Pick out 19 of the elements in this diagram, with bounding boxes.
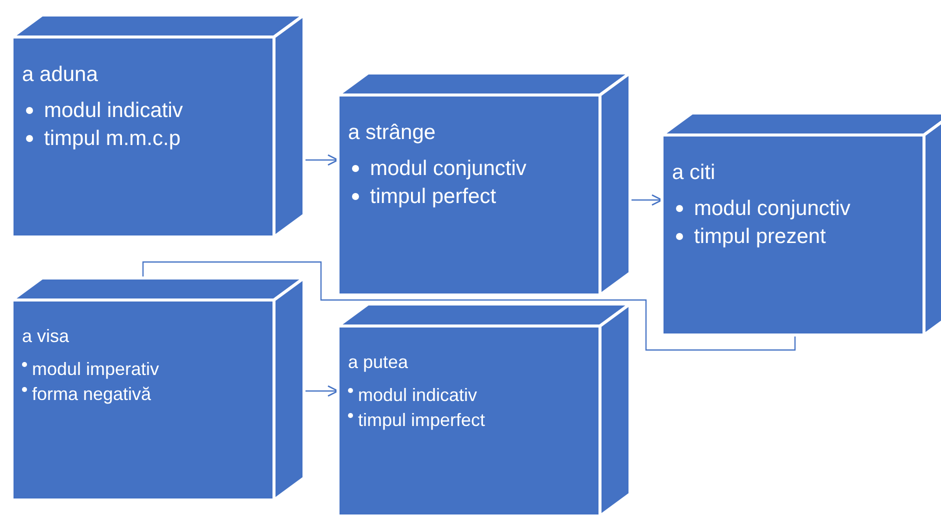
bullet-item: timpul prezent bbox=[672, 225, 920, 249]
bullet-item: forma negativă bbox=[22, 384, 270, 405]
bullet-item: modul conjunctiv bbox=[672, 197, 920, 221]
bullet-item: timpul imperfect bbox=[348, 410, 596, 431]
bullet-item: timpul perfect bbox=[348, 185, 596, 209]
box-heading: a citi bbox=[672, 161, 716, 185]
bullet-item: modul indicativ bbox=[348, 385, 596, 406]
box-heading: a visa bbox=[22, 326, 70, 347]
box-heading: a strânge bbox=[348, 121, 437, 145]
arrow bbox=[304, 385, 339, 397]
bullet-item: modul imperativ bbox=[22, 359, 270, 380]
arrow bbox=[630, 194, 663, 206]
bullet-item: timpul m.m.c.p bbox=[22, 127, 270, 151]
box-heading: a putea bbox=[348, 352, 410, 373]
connector-line bbox=[142, 261, 796, 351]
bullet-item: modul indicativ bbox=[22, 99, 270, 123]
box-heading: a aduna bbox=[22, 63, 99, 87]
bullet-item: modul conjunctiv bbox=[348, 157, 596, 181]
arrow bbox=[304, 154, 339, 166]
